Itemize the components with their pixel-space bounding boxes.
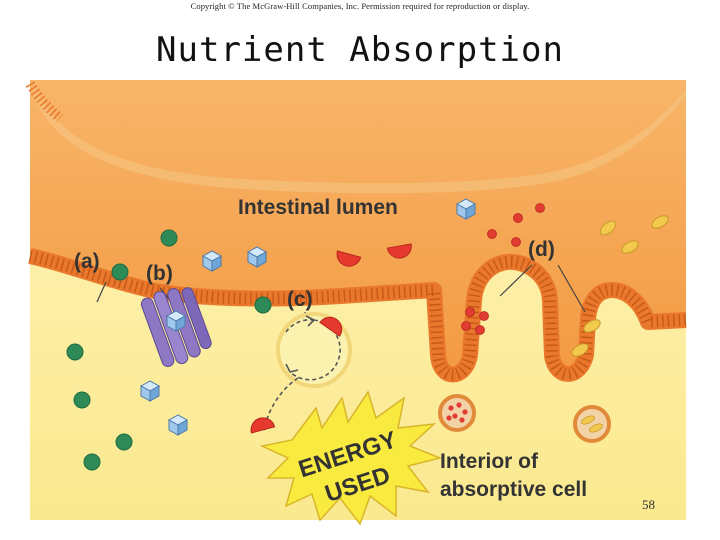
- energy-used-burst: ENERGY USED: [259, 390, 443, 526]
- label-a: (a): [74, 250, 100, 273]
- label-c: (c): [287, 288, 313, 311]
- blue-cubes: [139, 198, 477, 436]
- label-b: (b): [146, 262, 173, 285]
- intestinal-lumen-region: [30, 80, 686, 375]
- yellow-ovals: [571, 215, 669, 357]
- interior-label-line2: absorptive cell: [440, 478, 587, 501]
- vesicle-with-red-particles: [438, 394, 476, 432]
- interior-label-line1: Interior of: [440, 450, 539, 473]
- red-semicircles: [250, 243, 412, 434]
- pointer-d-right: [557, 264, 586, 313]
- copyright-notice: Copyright © The McGraw-Hill Companies, I…: [190, 1, 530, 11]
- slide-title: Nutrient Absorption: [156, 30, 564, 70]
- green-molecules: [66, 229, 272, 471]
- vesicle-with-yellow-particles: [573, 405, 611, 443]
- intestinal-lumen-label: Intestinal lumen: [238, 196, 398, 219]
- pointer-a: [96, 281, 107, 303]
- red-dots: [461, 203, 545, 335]
- label-d: (d): [528, 238, 555, 261]
- membrane-band-ridges: [28, 250, 687, 381]
- page-number: 58: [642, 497, 655, 512]
- pointer-d-left: [499, 264, 533, 297]
